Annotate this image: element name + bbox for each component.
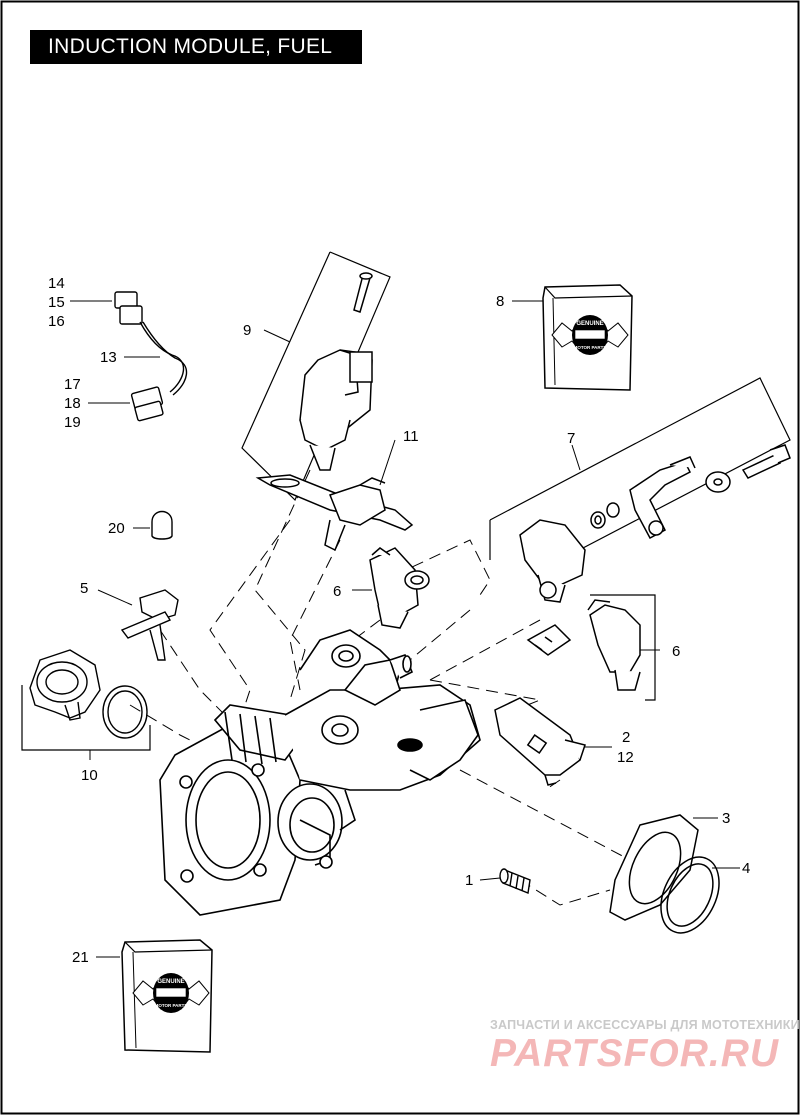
callout-5: 5	[80, 580, 88, 597]
callout-17: 17	[64, 376, 81, 393]
part-9-valve	[299, 272, 373, 471]
part-6-injector-right	[526, 599, 641, 691]
part-13-harness	[114, 291, 188, 422]
badge-bottom-text-21: MOTOR PARTS	[155, 1003, 188, 1008]
group-9-outline	[241, 251, 391, 502]
callout-13: 13	[100, 349, 117, 366]
part-6-injector-upper	[369, 547, 430, 629]
callout-20: 20	[108, 520, 125, 537]
callout-numbers: 14 15 16 13 17 18 19 9 8 11 7 20 5 6 6 2…	[48, 275, 750, 966]
callout-3: 3	[722, 810, 730, 827]
callout-15: 15	[48, 294, 65, 311]
part-2-sensor	[494, 697, 586, 786]
badge-top-text-21: GENUINE	[157, 979, 184, 985]
callout-7: 7	[567, 430, 575, 447]
throttle-body	[159, 629, 481, 916]
leader-lines	[70, 300, 740, 958]
assembly-dashed-lines	[129, 469, 631, 906]
callout-16: 16	[48, 313, 65, 330]
part-4-seal-ring	[660, 856, 720, 934]
part-1-screw	[499, 868, 531, 894]
part-7-fuel-rail	[519, 444, 791, 603]
group-7-outline	[489, 377, 791, 561]
badge-bottom-text-8: MOTOR PARTS	[574, 345, 607, 350]
group-outlines	[21, 251, 791, 751]
watermark-tagline: ЗАПЧАСТИ И АКСЕССУАРЫ ДЛЯ МОТОТЕХНИКИ	[490, 1018, 800, 1032]
callout-6-right: 6	[672, 643, 680, 660]
group-10-outline	[21, 685, 151, 751]
callout-4: 4	[742, 860, 750, 877]
callout-11: 11	[403, 428, 419, 445]
part-5-sensor	[120, 589, 179, 661]
callout-10: 10	[81, 767, 98, 784]
part-20-cap	[151, 510, 173, 540]
callout-2: 2	[622, 729, 630, 746]
genuine-box-8: GENUINE MOTOR PARTS	[542, 284, 633, 391]
callout-19: 19	[64, 414, 81, 431]
callout-1: 1	[465, 872, 473, 889]
watermark-logo: PARTSFOR.RU	[490, 1032, 780, 1075]
group-6-outline	[590, 594, 656, 701]
callout-14: 14	[48, 275, 65, 292]
page-title: INDUCTION MODULE, FUEL	[30, 30, 362, 64]
callout-18: 18	[64, 395, 81, 412]
part-3-gasket	[609, 814, 699, 921]
callout-6-upper: 6	[333, 583, 341, 600]
part-10-cover	[29, 649, 148, 739]
genuine-box-21: GENUINE MOTOR PARTS	[121, 939, 213, 1053]
callout-21: 21	[72, 949, 89, 966]
callout-12: 12	[617, 749, 634, 766]
callout-8: 8	[496, 293, 504, 310]
part-11-bracket	[255, 474, 414, 552]
callout-9: 9	[243, 322, 251, 339]
badge-top-text-8: GENUINE	[576, 321, 603, 327]
